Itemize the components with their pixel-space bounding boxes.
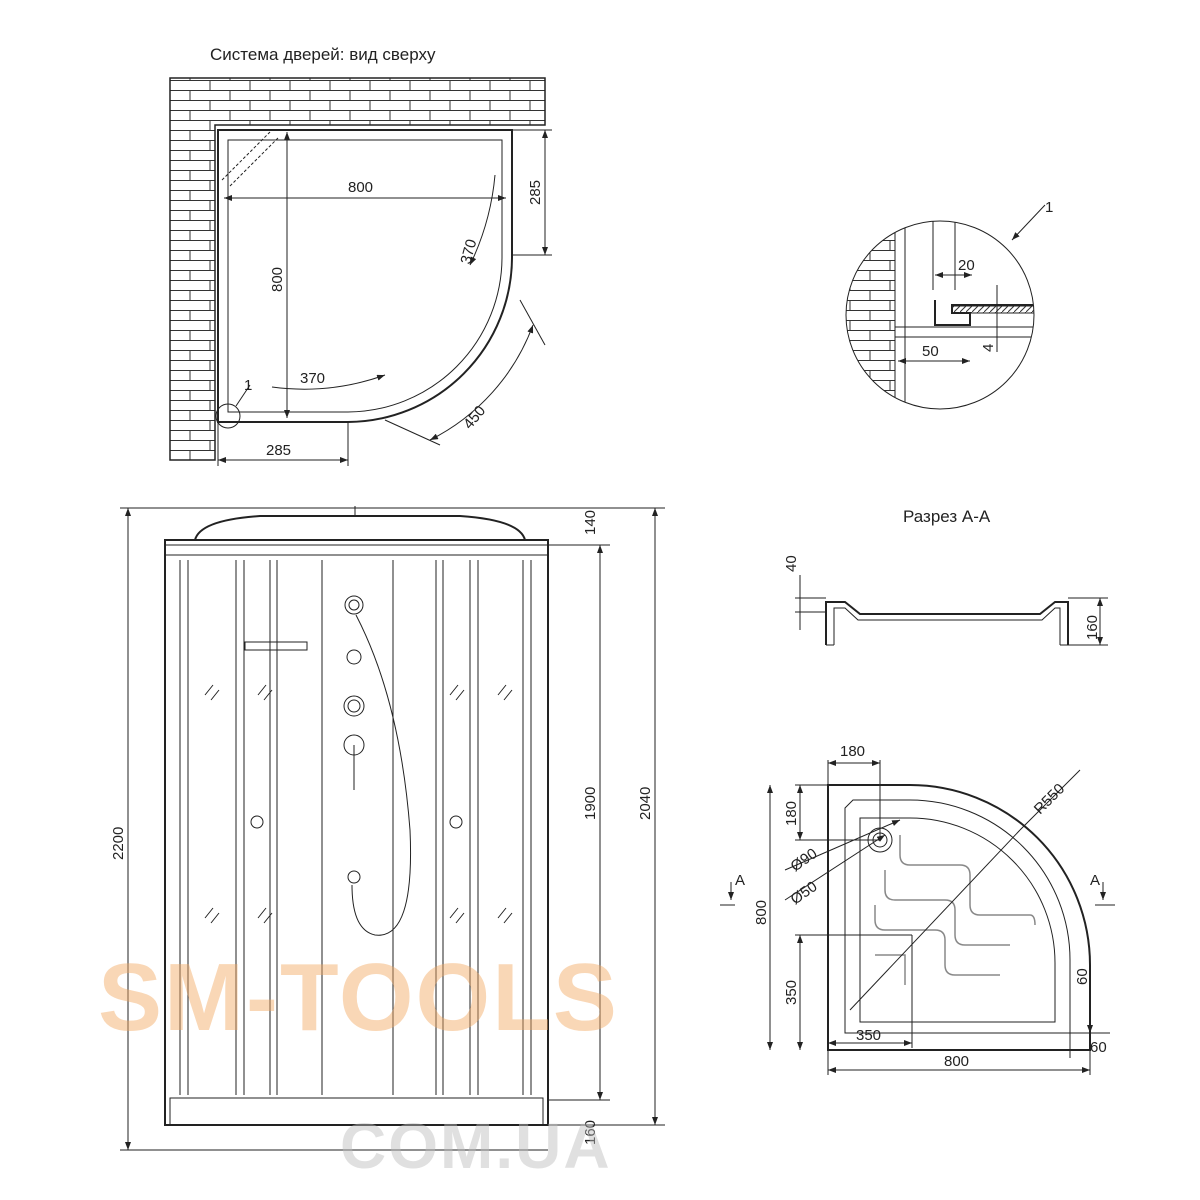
dim-top-140: 140 [582, 510, 599, 535]
section-mark-a-right: A [1090, 872, 1100, 889]
section-profile: 40 160 [783, 555, 1108, 646]
section-mark-a-left: A [735, 872, 745, 889]
dim-drain-d90: Ø90 [788, 845, 821, 875]
dim-rim-60-bottom: 60 [1090, 1039, 1107, 1056]
dim-total-height-2200: 2200 [110, 827, 127, 860]
dim-inset-y-350: 350 [783, 980, 800, 1005]
dim-side-right-285: 285 [527, 180, 544, 205]
watermark-brand: SM-TOOLS [98, 944, 619, 1051]
enclosure-outline [217, 129, 513, 423]
dim-cabin-1900: 1900 [582, 787, 599, 820]
dim-inset-x-350: 350 [856, 1027, 881, 1044]
dim-detail-20: 20 [958, 257, 975, 274]
dim-detail-4: 4 [980, 344, 997, 352]
dim-height-2040: 2040 [637, 787, 654, 820]
front-view [164, 506, 549, 1126]
dim-section-160: 160 [1084, 615, 1101, 640]
dim-door-370-bottom: 370 [300, 370, 325, 387]
dim-drain-y-180: 180 [783, 801, 800, 826]
brick-wall [169, 77, 546, 461]
dim-depth-800: 800 [269, 267, 286, 292]
top-view-dimensions: 800 800 285 285 370 370 450 1 [215, 129, 552, 466]
dim-width-800: 800 [348, 179, 373, 196]
dim-detail-50: 50 [922, 343, 939, 360]
top-view-title: Система дверей: вид сверху [210, 45, 436, 64]
dim-tray-160: 160 [582, 1120, 599, 1145]
front-view-dimensions: 2200 1900 2040 140 160 [110, 507, 665, 1151]
dim-arc-450: 450 [460, 402, 489, 432]
watermark-domain: COM.UA [340, 1110, 612, 1182]
dim-tray-depth-800: 800 [753, 900, 770, 925]
dim-drain-x-180: 180 [840, 743, 865, 760]
dim-door-370-right: 370 [457, 237, 480, 266]
detail-callout-1: 1 [244, 377, 252, 394]
detail-view: 1 20 50 4 [845, 199, 1053, 410]
tray-plan [827, 784, 1091, 1051]
dim-drain-d50: Ø50 [788, 878, 821, 908]
dim-radius-r550: R550 [1031, 780, 1068, 817]
dim-rim-60-right: 60 [1074, 968, 1091, 985]
tray-plan-dimensions: 180 180 800 350 350 800 R550 Ø90 Ø50 60 … [720, 743, 1115, 1075]
dim-section-40: 40 [783, 555, 800, 572]
detail-label-1: 1 [1045, 199, 1053, 216]
dim-tray-width-800: 800 [944, 1053, 969, 1070]
dim-side-bottom-285: 285 [266, 442, 291, 459]
section-title: Разрез А-А [903, 507, 991, 526]
